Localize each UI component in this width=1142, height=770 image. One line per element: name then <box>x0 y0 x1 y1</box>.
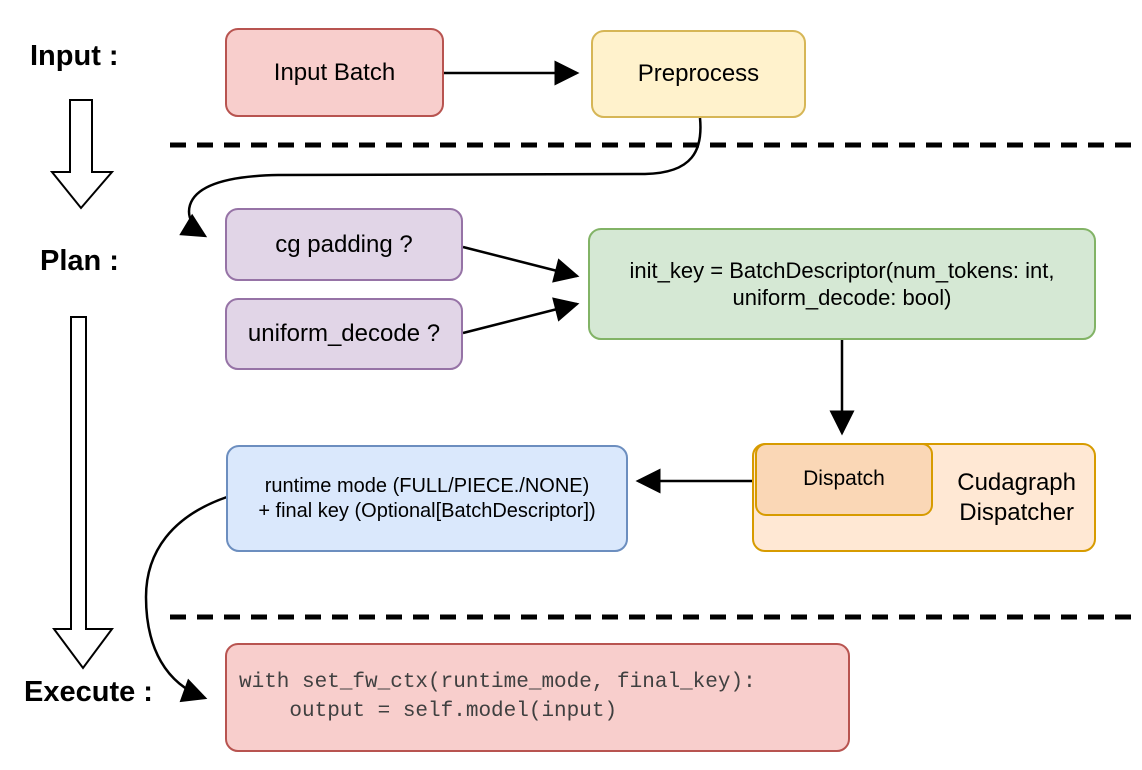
arrow-cgpadding-initkey <box>462 245 580 283</box>
node-input-batch: Input Batch <box>225 28 444 117</box>
node-uniform-decode: uniform_decode ? <box>225 298 463 370</box>
stage-label-execute: Execute : <box>24 676 153 708</box>
node-input-batch-label: Input Batch <box>273 58 396 86</box>
node-init-key-line2: uniform_decode: bool) <box>732 285 952 310</box>
input-to-plan-arrow <box>49 99 115 210</box>
node-preprocess: Preprocess <box>591 30 806 118</box>
node-cg-padding-label: cg padding ? <box>275 230 413 258</box>
node-preprocess-label: Preprocess <box>637 60 760 87</box>
node-runtime-mode: runtime mode (FULL/PIECE./NONE) + final … <box>226 445 628 552</box>
arrow-runtimemode-executecode <box>144 495 228 703</box>
execute-code-line2: output = self.model(input) <box>239 699 618 723</box>
plan-to-execute-arrow <box>52 316 114 670</box>
node-uniform-decode-label: uniform_decode ? <box>247 320 441 347</box>
node-init-key-line1: init_key = BatchDescriptor(num_tokens: i… <box>629 257 1055 283</box>
stage-label-plan: Plan : <box>40 245 119 277</box>
node-dispatch: Dispatch <box>755 443 933 516</box>
node-execute-code: with set_fw_ctx(runtime_mode, final_key)… <box>225 643 850 752</box>
execute-code-line1: with set_fw_ctx(runtime_mode, final_key)… <box>239 671 756 695</box>
arrow-uniformdecode-initkey <box>462 297 580 335</box>
node-dispatch-label: Dispatch <box>803 467 885 491</box>
node-init-key: init_key = BatchDescriptor(num_tokens: i… <box>588 228 1096 340</box>
node-cg-padding: cg padding ? <box>225 208 463 281</box>
node-cudagraph-line1: Cudagraph <box>957 468 1076 496</box>
stage-label-input: Input : <box>30 40 119 72</box>
node-cudagraph-line2: Dispatcher <box>959 498 1074 526</box>
node-runtime-mode-line2: + final key (Optional[BatchDescriptor]) <box>258 499 596 522</box>
node-runtime-mode-line1: runtime mode (FULL/PIECE./NONE) <box>264 474 590 497</box>
